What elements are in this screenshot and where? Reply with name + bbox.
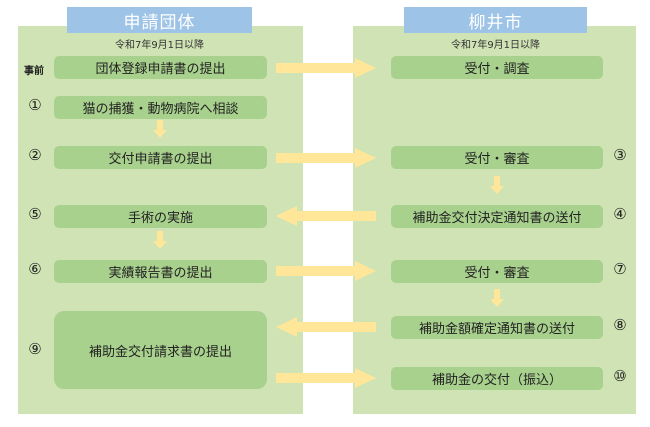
step-number: ④ — [613, 205, 627, 223]
step-capture-consult: 猫の捕獲・動物病院へ相談 — [54, 96, 267, 119]
step-submit-application: 交付申請書の提出 — [54, 146, 267, 169]
step-number: ① — [28, 96, 42, 114]
step-receive-review-2: 受付・審査 — [391, 260, 603, 283]
step-grant-payment: 補助金の交付（振込） — [391, 367, 603, 390]
arrow-down-left-1 — [153, 120, 167, 138]
city-header: 柳井市 — [404, 7, 587, 33]
step-number: ⑥ — [28, 260, 42, 278]
step-send-decision-notice: 補助金交付決定通知書の送付 — [391, 205, 603, 228]
applicant-date: 令和7年9月1日以降 — [114, 40, 205, 51]
pre-step-label: 事前 — [24, 66, 44, 77]
applicant-header: 申請団体 — [67, 7, 252, 33]
step-receive-investigate: 受付・調査 — [391, 56, 603, 79]
step-number: ⑨ — [28, 340, 42, 358]
step-submit-report: 実績報告書の提出 — [54, 260, 267, 283]
arrow-down-right-7 — [490, 289, 504, 307]
arrow-right-2 — [276, 148, 376, 168]
step-submit-claim: 補助金交付請求書の提出 — [54, 311, 267, 389]
step-number: ⑧ — [613, 316, 627, 334]
step-number: ③ — [613, 146, 627, 164]
arrow-right-9 — [276, 368, 376, 388]
step-receive-review-1: 受付・審査 — [391, 146, 603, 169]
arrow-left-8 — [276, 317, 376, 337]
arrow-down-left-5 — [153, 231, 167, 249]
step-surgery: 手術の実施 — [54, 205, 267, 228]
step-number: ② — [28, 146, 42, 164]
arrow-down-right-3 — [490, 176, 504, 194]
arrow-right-pre — [276, 58, 376, 78]
arrow-right-6 — [276, 261, 376, 281]
arrow-left-4 — [276, 206, 376, 226]
step-group-registration: 団体登録申請書の提出 — [54, 56, 267, 79]
step-number: ⑩ — [613, 367, 627, 385]
city-date: 令和7年9月1日以降 — [450, 40, 541, 51]
step-send-amount-notice: 補助金額確定通知書の送付 — [391, 316, 603, 339]
step-number: ⑦ — [613, 260, 627, 278]
step-number: ⑤ — [28, 205, 42, 223]
